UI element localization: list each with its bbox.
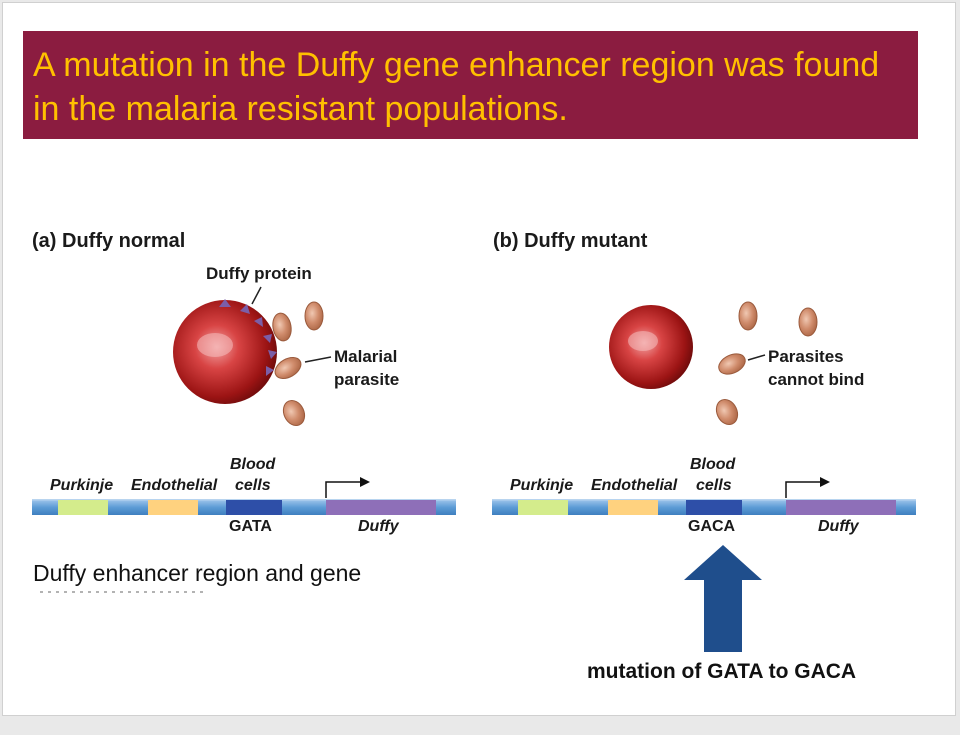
purkinje-label: Purkinje [510, 477, 574, 494]
duffy-gene-segment [326, 500, 436, 515]
panel-b-title: (b) Duffy mutant [493, 230, 648, 252]
endothelial-segment [608, 500, 658, 515]
duffy-gene-label: Duffy [818, 518, 859, 535]
duffy-gene-segment [786, 500, 896, 515]
cell-highlight [628, 331, 658, 351]
malarial-parasite-label-2: parasite [334, 370, 400, 389]
caption-text: Duffy enhancer region and gene [33, 560, 362, 586]
malarial-parasites-a [272, 301, 324, 427]
endothelial-segment [148, 500, 198, 515]
dna-bar-b [492, 477, 916, 515]
slide-title: A mutation in the Duffy gene enhancer re… [33, 46, 880, 128]
panel-a-illustration [173, 286, 332, 427]
duffy-protein-markers [219, 299, 277, 376]
duffy-protein-label: Duffy protein [206, 264, 312, 283]
parasites-label-2: cannot bind [768, 370, 865, 389]
endothelial-label: Endothelial [131, 477, 218, 494]
panel-b-illustration [609, 301, 818, 426]
blood-label-line2: cells [696, 477, 732, 494]
purkinje-segment [518, 500, 568, 515]
panel-a-title: (a) Duffy normal [32, 230, 186, 252]
purkinje-label: Purkinje [50, 477, 114, 494]
blood-cells-segment [686, 500, 742, 515]
dna-bar-a [32, 477, 456, 515]
cell-highlight [197, 333, 233, 357]
blood-label-line2: cells [235, 477, 271, 494]
title-banner: A mutation in the Duffy gene enhancer re… [23, 31, 918, 139]
malarial-parasite-label-1: Malarial [334, 347, 398, 366]
transcription-start-arrow [325, 481, 362, 498]
blood-label-line1: Blood [230, 456, 276, 473]
transcription-start-arrow [785, 481, 822, 498]
parasites-label-1: Parasites [768, 347, 844, 366]
malarial-parasites-b [715, 301, 818, 426]
purkinje-segment [58, 500, 108, 515]
mutation-label: mutation of GATA to GACA [587, 660, 857, 683]
blood-label-line1: Blood [690, 456, 736, 473]
duffy-gene-label: Duffy [358, 518, 399, 535]
mutation-arrow-icon [684, 545, 762, 652]
gata-label: GATA [229, 518, 272, 535]
blood-cells-segment [226, 500, 282, 515]
gaca-label: GACA [688, 518, 736, 535]
endothelial-label: Endothelial [591, 477, 678, 494]
